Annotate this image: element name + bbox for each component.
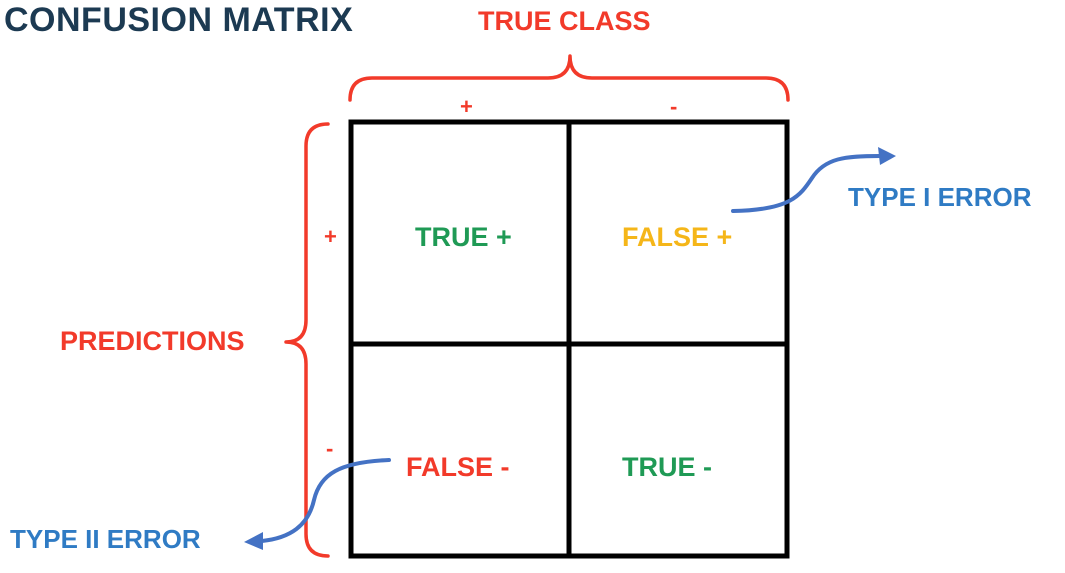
column-label-negative: - [670,94,678,119]
type-2-arrow [244,458,391,550]
type-2-error-label: TYPE II ERROR [10,524,201,554]
cell-true-positive: TRUE + [415,222,512,252]
predictions-label: PREDICTIONS [60,326,245,356]
true-class-brace [348,54,790,102]
row-label-negative: - [326,436,334,461]
matrix-grid [348,119,790,559]
column-label-positive: + [460,94,473,119]
cell-true-negative: TRUE - [622,452,712,482]
page-title: CONFUSION MATRIX [4,1,354,39]
row-label-positive: + [324,224,337,249]
cell-false-negative: FALSE - [406,452,510,482]
predictions-brace [284,122,330,558]
type-1-error-label: TYPE I ERROR [848,182,1032,212]
true-class-label: TRUE CLASS [478,6,651,36]
type-1-arrow [731,147,896,213]
cell-false-positive: FALSE + [622,222,733,252]
